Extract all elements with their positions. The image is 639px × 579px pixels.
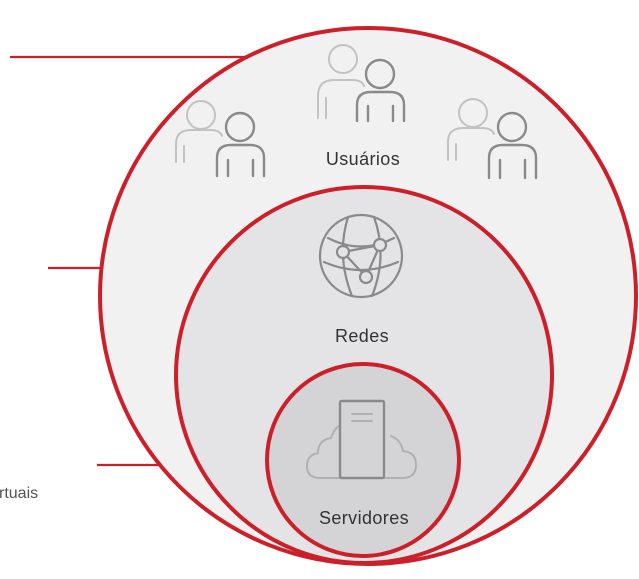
server-cloud-icon [306,399,417,480]
label-networks: Redes [335,326,389,346]
user-pair-icon-right [447,98,538,180]
users-icon [175,44,538,180]
network-globe-icon [318,213,404,299]
side-text-bottom: rtuais [0,485,38,502]
label-servers: Servidores [319,508,409,528]
user-pair-icon-left [175,100,266,178]
label-users: Usuários [326,149,400,169]
user-pair-icon-top [317,44,406,123]
